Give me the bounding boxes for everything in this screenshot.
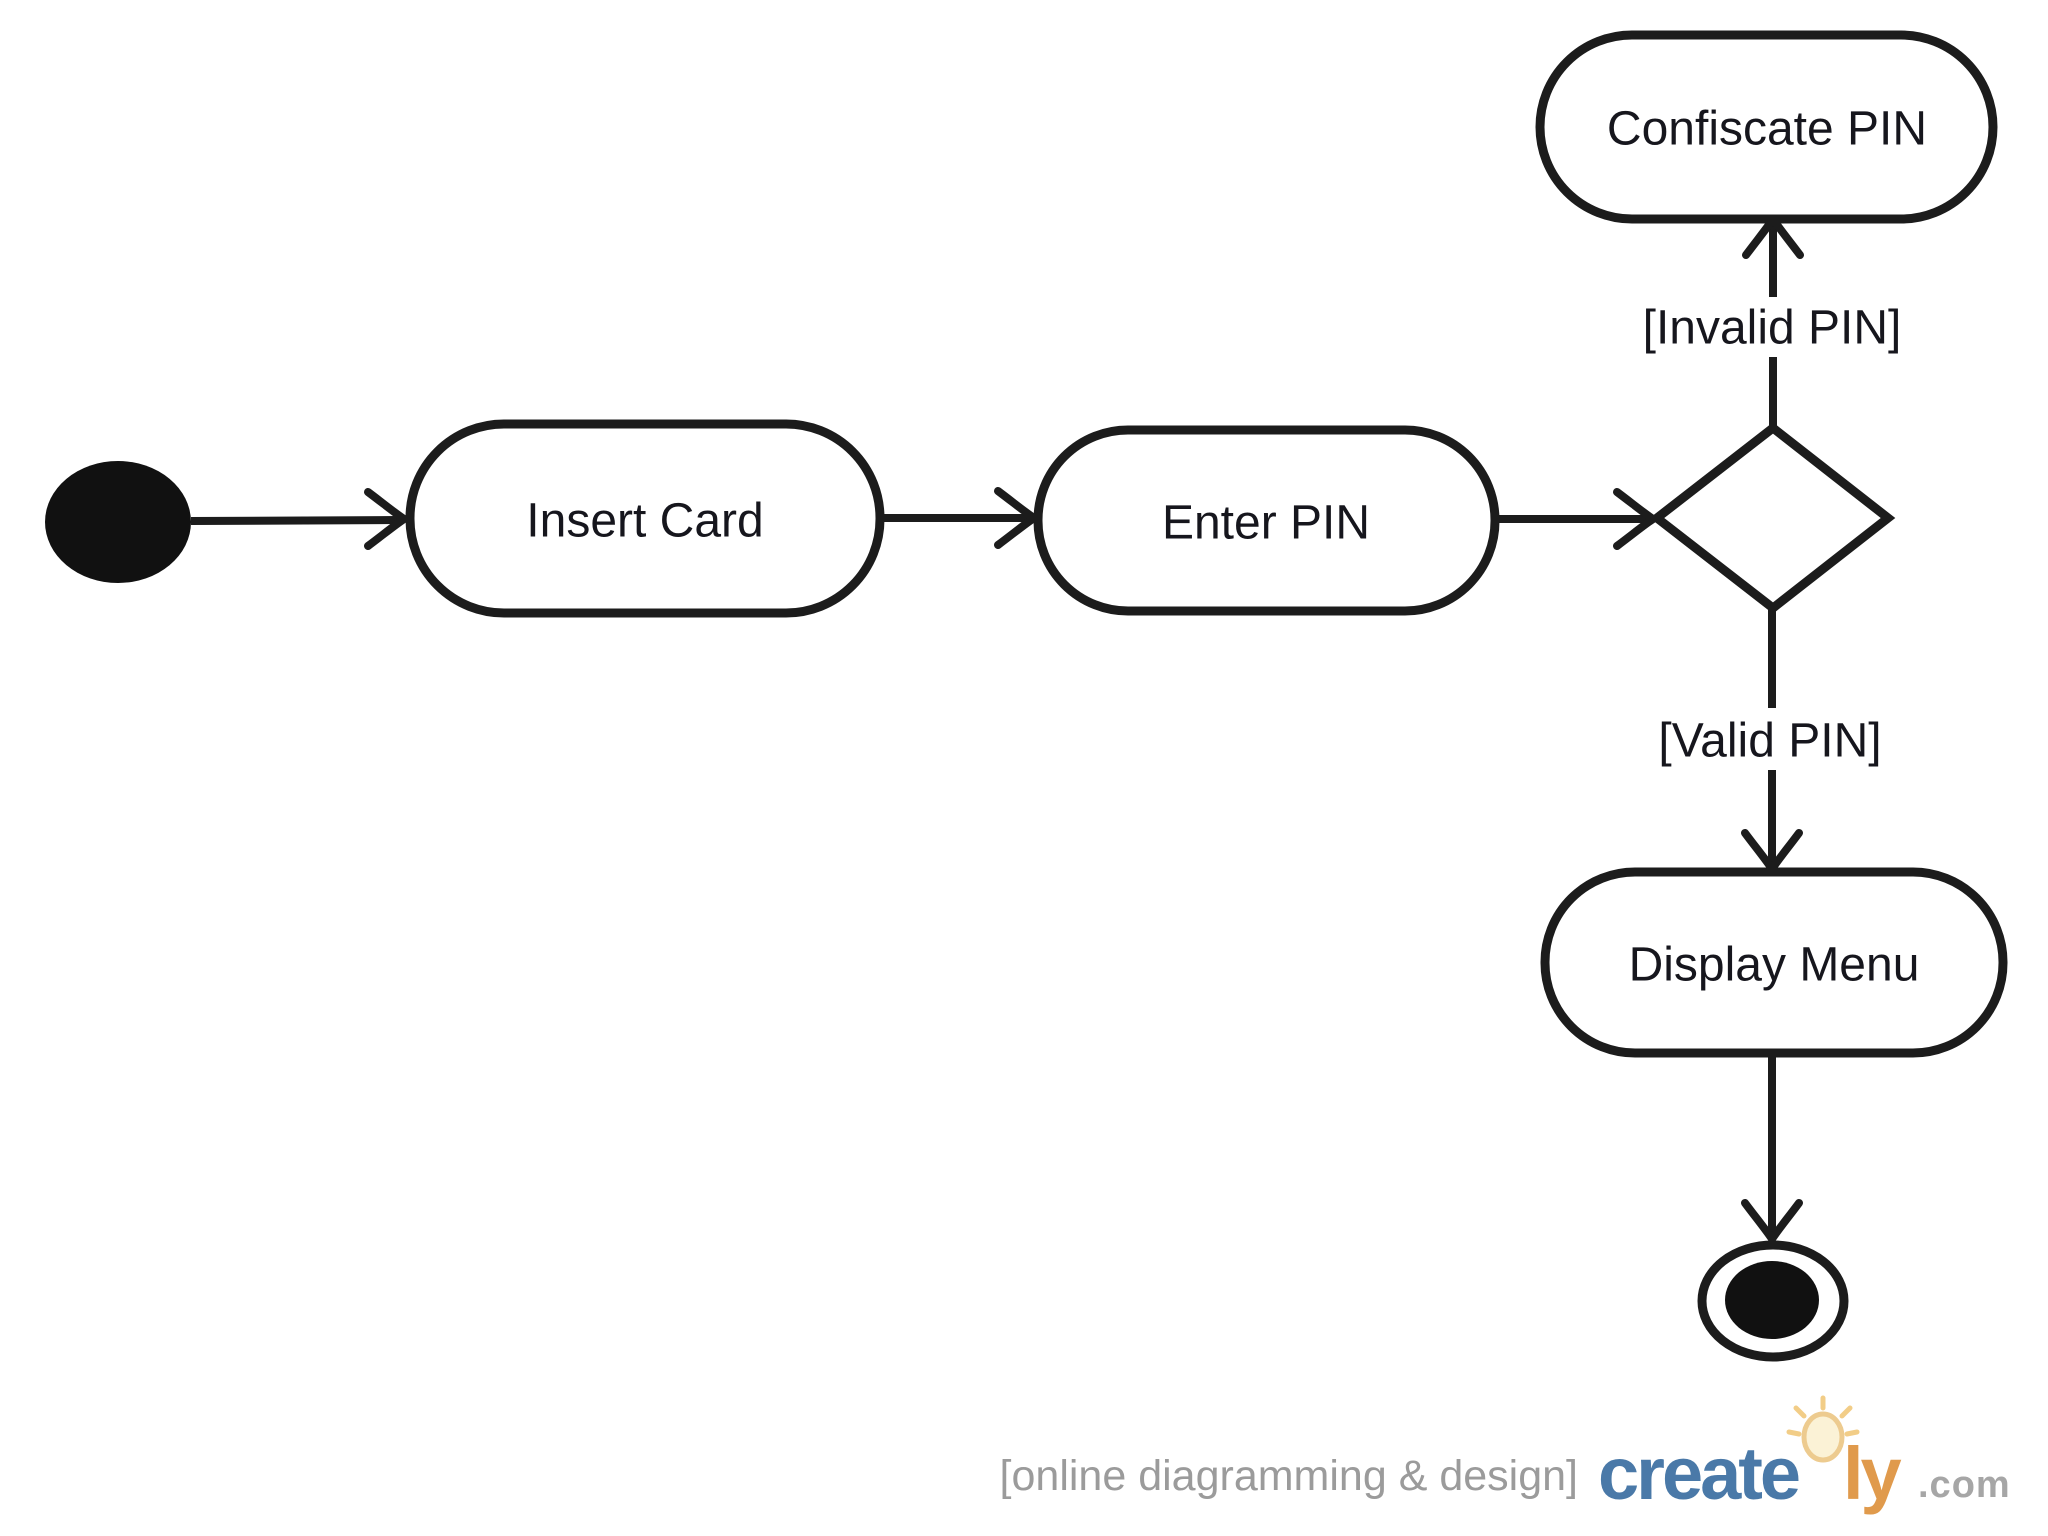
edge-enter-pin-to-decision — [1496, 488, 1661, 550]
activity-shape — [405, 419, 885, 618]
guard-invalid-pin-label: [Invalid PIN] — [1643, 302, 1902, 355]
activity-label: Insert Card — [526, 495, 763, 548]
activity-enter-pin: Enter PIN — [1033, 425, 1500, 616]
edge-decision-to-display-menu: [Valid PIN] — [1628, 608, 1912, 877]
arrowhead — [1741, 1199, 1803, 1247]
activity-shape — [1033, 425, 1500, 616]
edge-start-to-insert-card — [190, 488, 412, 550]
brand-accent-text: ly — [1843, 1432, 1902, 1515]
activity-shape — [1535, 30, 1998, 224]
watermark-tagline: [online diagramming & design] — [1000, 1452, 1578, 1500]
watermark: [online diagramming & design] create ly … — [1000, 1395, 2011, 1515]
lightbulb-icon — [1786, 1395, 1860, 1463]
guard-label-background — [1628, 708, 1912, 770]
activity-label: Confiscate PIN — [1607, 103, 1927, 156]
decision-diamond — [1649, 422, 1896, 614]
edge-insert-card-to-enter-pin — [881, 487, 1042, 549]
edge-line — [190, 516, 399, 525]
activity-label: Enter PIN — [1162, 497, 1370, 550]
activity-confiscate-pin: Confiscate PIN — [1535, 30, 1998, 224]
activity-display-menu: Display Menu — [1540, 867, 2008, 1058]
creately-logo: create ly .com — [1598, 1395, 2011, 1515]
brand-text: create — [1598, 1432, 1799, 1515]
edge-decision-to-confiscate-pin: [Invalid PIN] — [1601, 211, 1943, 428]
end-node-core — [1725, 1261, 1819, 1339]
activity-insert-card: Insert Card — [405, 419, 885, 618]
edge-display-menu-to-end — [1741, 1053, 1803, 1247]
arrowhead — [364, 488, 412, 550]
guard-valid-pin-label: [Valid PIN] — [1658, 715, 1881, 768]
brand-domain-suffix: .com — [1918, 1464, 2011, 1506]
guard-label-background — [1601, 297, 1943, 357]
start-node — [45, 461, 191, 583]
end-node — [1697, 1240, 1849, 1362]
activity-label: Display Menu — [1629, 939, 1920, 992]
